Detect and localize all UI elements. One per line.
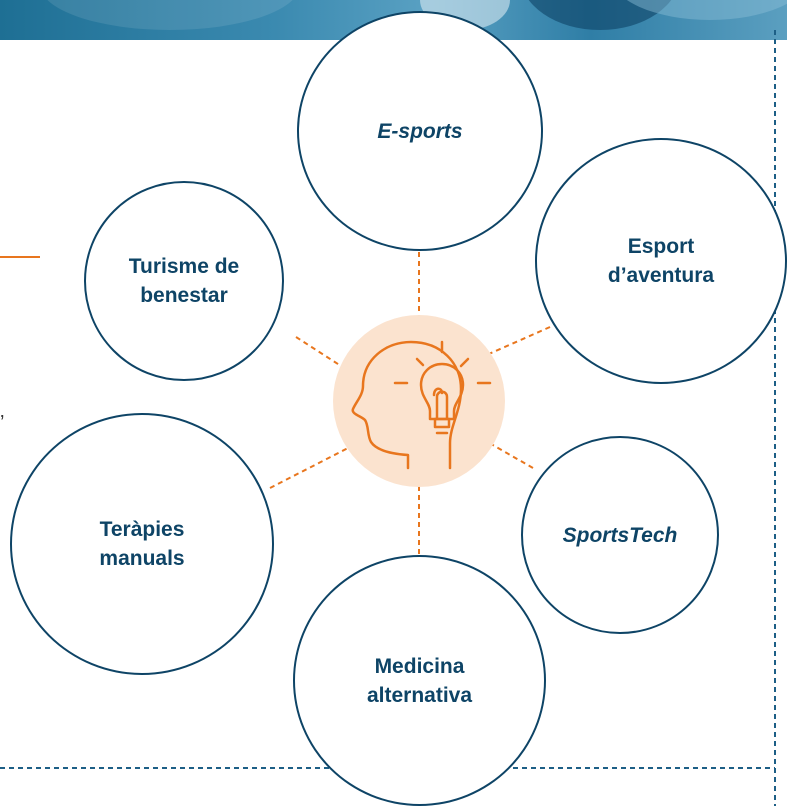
node-label-turisme: Turisme de benestar — [128, 255, 240, 307]
connector-esport-aventura — [481, 326, 551, 358]
node-esports: E-sports — [297, 11, 543, 251]
header-banner-image — [0, 0, 787, 40]
node-medicina-alternativa: Medicina alternativa — [293, 555, 546, 806]
node-label-terapies: Teràpies manuals — [99, 518, 185, 570]
node-sportstech: SportsTech — [521, 436, 719, 634]
node-label-esports: E-sports — [377, 119, 463, 143]
node-turisme-de-benestar: Turisme de benestar — [84, 181, 284, 381]
head-with-lightbulb-icon — [351, 340, 492, 470]
node-esport-aventura: Esport d’aventura — [535, 138, 787, 384]
connector-terapies — [269, 445, 353, 489]
node-terapies-manuals: Teràpies manuals — [10, 413, 274, 675]
node-label-esport-aventura: Esport d’aventura — [607, 235, 715, 287]
node-label-sportstech: SportsTech — [562, 523, 678, 547]
connector-sportstech — [469, 431, 534, 469]
cropped-text-fragment: ’ — [0, 412, 5, 434]
node-label-medicina: Medicina alternativa — [366, 654, 473, 707]
